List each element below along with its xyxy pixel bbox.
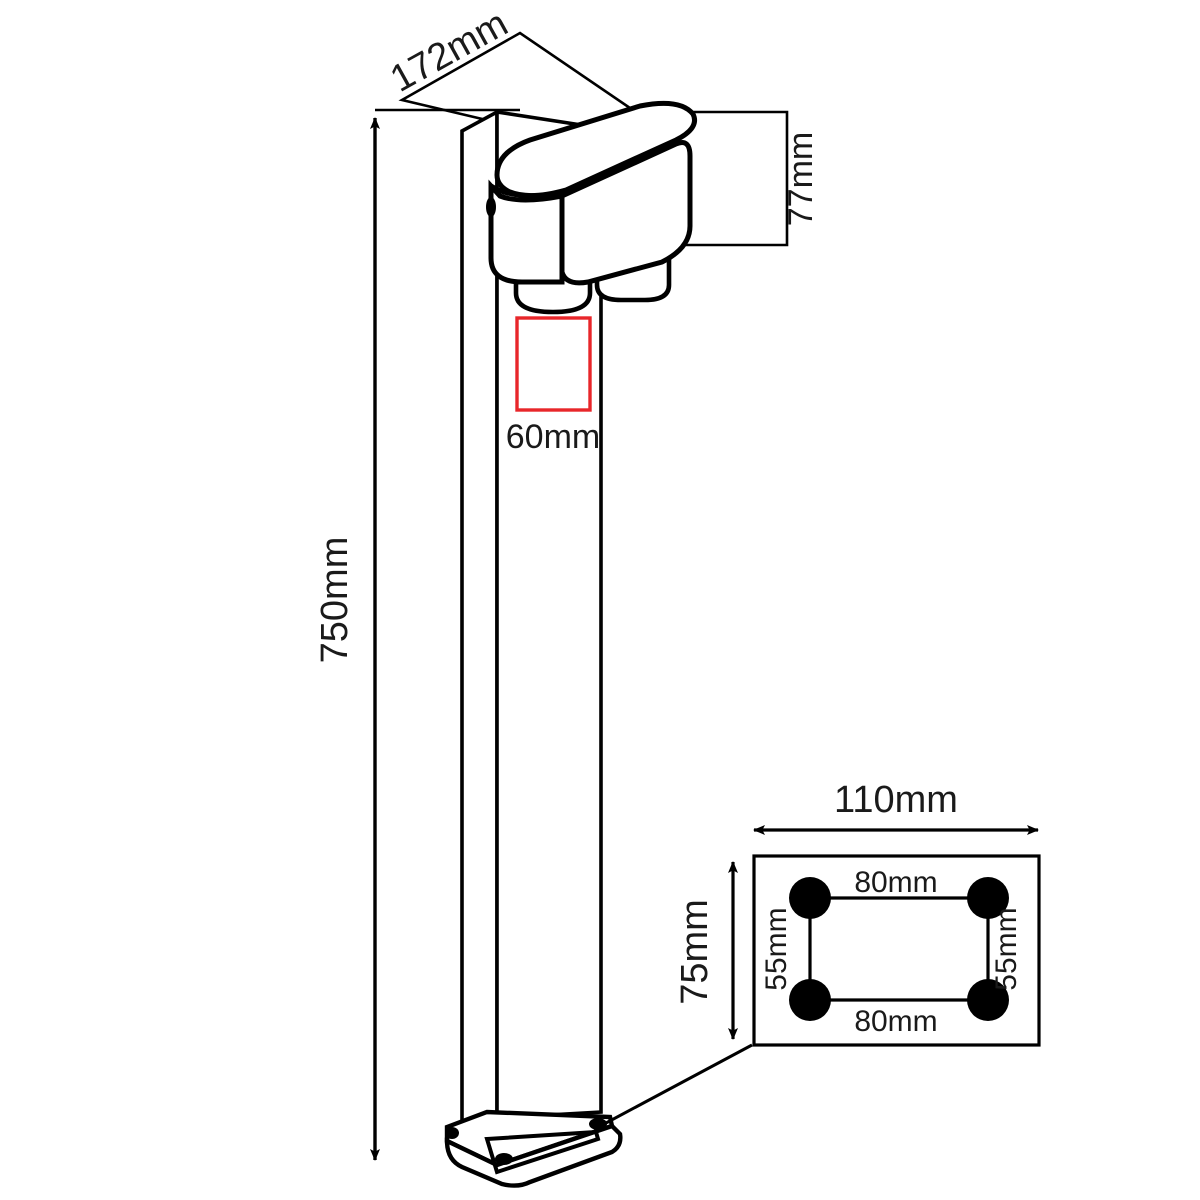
head-height-bracket <box>676 110 789 247</box>
detail-leader-line <box>605 1043 753 1125</box>
dimension-label-base-depth: 75mm <box>674 899 716 1005</box>
lamp-head-front-face <box>488 179 565 285</box>
base-plate-detail-view: 110mm 75mm 80mm 80mm 55mm <box>674 779 1041 1047</box>
dimension-label-head-height: 77mm <box>782 132 820 226</box>
lens-highlight-rectangle <box>515 316 592 412</box>
base-plate-inner-aperture <box>484 1129 601 1175</box>
bolt-hole-top-left <box>789 877 831 919</box>
base-plate-rim <box>444 1123 623 1188</box>
post-front-face <box>495 109 603 1120</box>
base-bolt-lug-front <box>495 1153 513 1165</box>
base-plate-3d <box>444 1109 623 1188</box>
dimension-overall-height: 750mm <box>314 108 520 1161</box>
lens-highlight-group: 60mm <box>506 316 600 456</box>
base-bolt-lug-left <box>445 1127 459 1139</box>
bolt-hole-bottom-left <box>789 979 831 1021</box>
lamp-head-seam-line <box>489 139 678 199</box>
dimension-label-bolt-spacing-right: 55mm <box>990 907 1023 990</box>
lamp-head-side-face <box>559 140 693 286</box>
base-bolt-lug-right <box>589 1118 607 1130</box>
dimension-label-overall-height: 750mm <box>314 537 356 664</box>
dimension-label-bolt-spacing-bottom: 80mm <box>854 1005 937 1038</box>
bolt-hole-bottom-right <box>967 979 1009 1021</box>
dimension-base-depth: 75mm <box>674 861 738 1040</box>
head-side-screw <box>486 197 496 217</box>
lamp-head-assembly <box>486 100 698 315</box>
dimension-label-bolt-spacing-left: 55mm <box>760 907 793 990</box>
bolt-hole-top-right <box>967 877 1009 919</box>
dimension-label-bolt-spacing-top: 80mm <box>854 866 937 899</box>
dimension-head-height: 77mm <box>676 110 820 247</box>
dimension-base-width: 110mm <box>753 779 1039 835</box>
dimension-label-base-width: 110mm <box>834 779 958 821</box>
dimension-label-lens-width: 60mm <box>506 418 600 456</box>
